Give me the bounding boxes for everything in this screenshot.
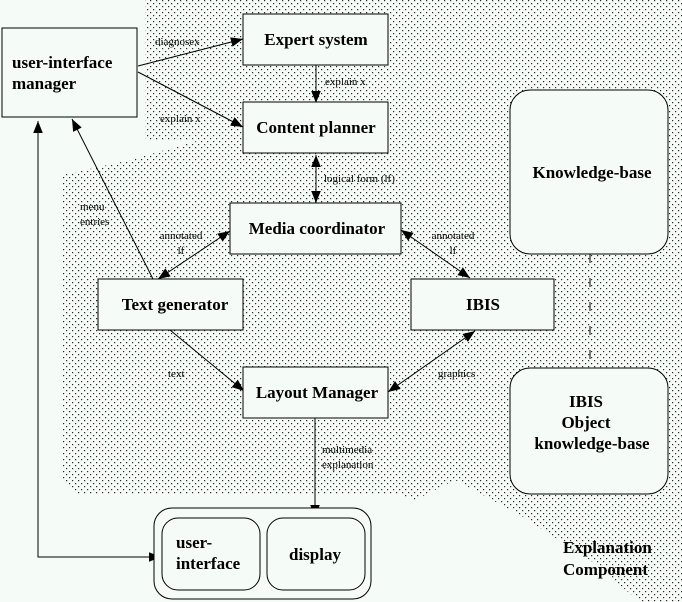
node-text-generator[interactable]: [97, 278, 244, 331]
label-user-interface-2: interface: [176, 554, 241, 573]
edge-annotated-right: [400, 229, 471, 279]
edge-label-annotated-right-1: annotated: [432, 230, 475, 242]
label-text-generator: Text generator: [122, 295, 229, 314]
node-media-coordinator[interactable]: [229, 202, 402, 255]
label-display: display: [289, 545, 341, 564]
node-ibis[interactable]: [410, 278, 555, 331]
node-expert-system[interactable]: [242, 13, 389, 66]
label-content-planner: Content planner: [256, 118, 376, 137]
edge-label-diagnose: diagnosex: [155, 36, 200, 48]
edge-graphics: [387, 330, 476, 393]
edge-label-annotated-left-2: lf: [178, 245, 185, 257]
node-layout-manager[interactable]: [242, 366, 389, 419]
node-knowledge-base[interactable]: [509, 89, 669, 255]
region-label-line1: Explanation: [563, 538, 652, 557]
edge-label-logical-form: logical form (lf): [324, 173, 395, 185]
label-media-coordinator: Media coordinator: [249, 219, 386, 238]
label-ibis-object-kb-3: knowledge-base: [534, 434, 650, 453]
edge-label-multimedia-1: multimedia: [322, 444, 372, 456]
node-ibis-object-kb[interactable]: [509, 367, 669, 495]
node-content-planner[interactable]: [242, 101, 389, 154]
edge-diagnose: [137, 37, 244, 67]
edge-label-multimedia-2: explanation: [322, 459, 374, 471]
edge-label-explain-es: explain x: [325, 76, 366, 88]
node-ui-manager[interactable]: [1, 27, 138, 118]
edge-label-menu-2: entries: [80, 216, 109, 228]
edge-explain-ui-cp: [137, 71, 244, 128]
edge-label-explain-ui: explain x: [160, 113, 201, 125]
label-expert-system: Expert system: [264, 30, 367, 49]
label-ibis: IBIS: [466, 295, 500, 314]
edge-label-graphics: graphics: [438, 368, 475, 380]
edge-label-menu-1: menu: [80, 201, 105, 213]
label-knowledge-base: Knowledge-base: [533, 163, 652, 182]
label-layout-manager: Layout Manager: [256, 383, 379, 402]
label-user-interface-1: user-: [176, 533, 213, 552]
edge-text: [169, 329, 245, 392]
label-ui-manager-2: manager: [12, 74, 77, 93]
edge-label-annotated-left-1: annotated: [160, 230, 203, 242]
node-user-interface[interactable]: [161, 517, 261, 591]
edge-label-annotated-right-2: lf: [450, 245, 457, 257]
edge-ui-link: [33, 121, 161, 562]
label-ibis-object-kb-2: Object: [561, 413, 610, 432]
node-display[interactable]: [266, 517, 366, 591]
label-ui-manager-1: user-interface: [12, 53, 113, 72]
edge-label-text: text: [168, 368, 185, 380]
region-label-line2: Component: [563, 560, 648, 579]
edge-annotated-left: [157, 230, 231, 280]
label-ibis-object-kb-1: IBIS: [569, 392, 603, 411]
